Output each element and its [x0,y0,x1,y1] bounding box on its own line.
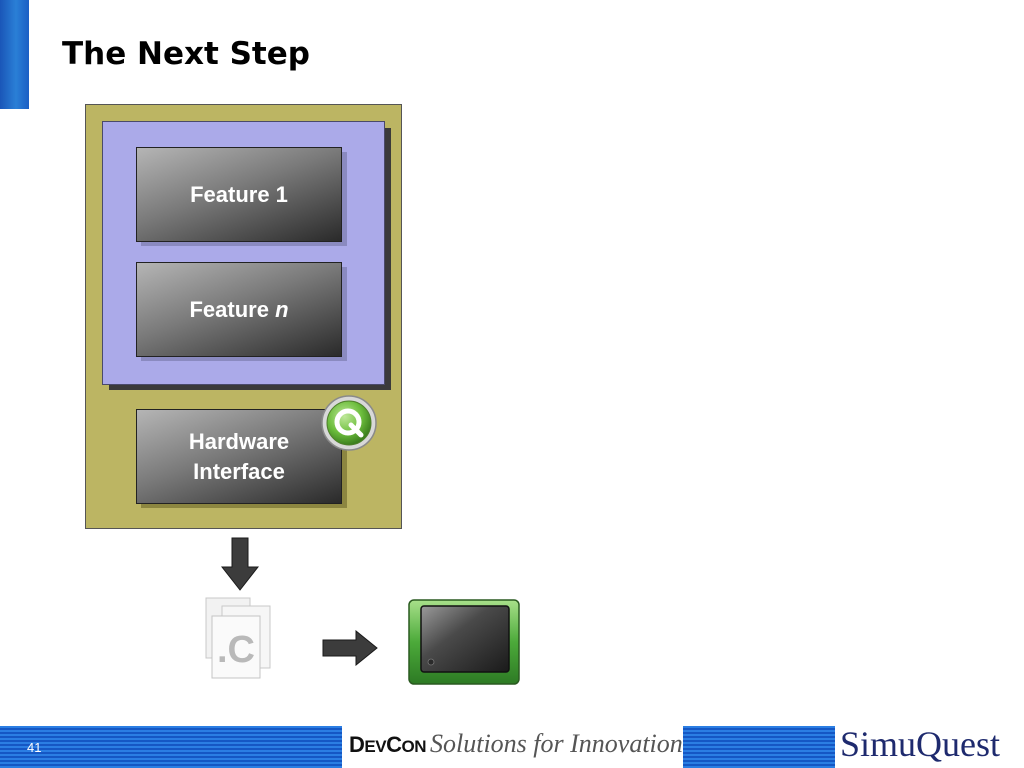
devcon-logo-c: C [386,732,402,757]
footer: 41 [0,726,1024,768]
devcon-logo-ev: EV [364,737,387,756]
feature-1-label: Feature 1 [190,181,288,207]
devcon-logo-on: ON [401,737,426,756]
right-arrow-icon [322,630,378,666]
footer-stripe-right [683,726,835,768]
feature-n-label: Feature n [189,295,288,325]
footer-stripe-left: 41 [0,726,342,768]
simuquest-logo: SimuQuest [840,724,1001,764]
slide-number: 41 [27,740,42,755]
down-arrow-icon [221,537,259,591]
tagline: Solutions for Innovation [430,729,683,758]
feature-n-prefix: Feature [189,296,276,322]
devcon-logo: DEVCON [349,734,426,756]
chip-icon [408,599,520,685]
title-accent-bar [0,0,29,109]
c-file-icon: .C [205,597,271,679]
c-file-label: .C [217,629,255,671]
hardware-interface-box: Hardware Interface [136,409,342,504]
hardware-interface-label: Hardware Interface [188,428,290,484]
devcon-logo-d: D [349,732,365,757]
page-title: The Next Step [62,36,310,72]
feature-n-italic: n [275,296,289,322]
feature-n-box: Feature n [136,262,342,357]
feature-1-box: Feature 1 [136,147,342,242]
q-badge-icon [321,395,377,451]
